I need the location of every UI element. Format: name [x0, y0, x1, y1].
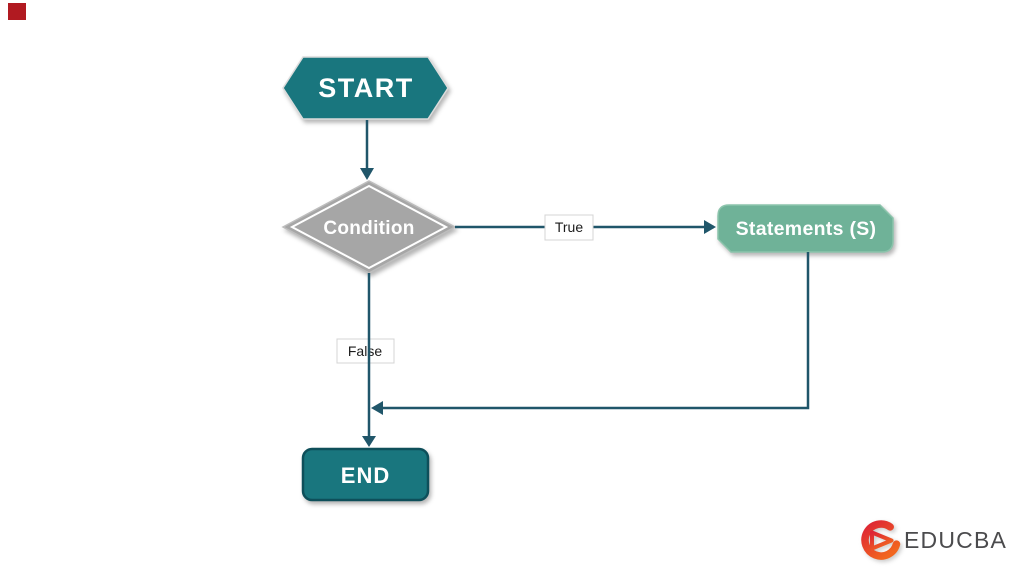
start-hexagon — [282, 56, 449, 120]
true-edge-label-box: True — [544, 214, 594, 241]
arrowhead-into-end — [362, 436, 376, 447]
true-label-rect — [544, 214, 594, 241]
corner-red-square — [8, 3, 26, 20]
educba-logo: EDUCBA — [861, 520, 1007, 560]
arrowhead-into-condition — [360, 168, 374, 180]
start-label: START — [318, 73, 414, 103]
end-label: END — [341, 463, 390, 488]
false-edge-label-box: False — [336, 338, 395, 364]
false-label: False — [348, 343, 382, 359]
arrowhead-return-junction — [371, 401, 383, 415]
educba-ring-icon — [861, 520, 901, 560]
statements-node: Statements (S) — [717, 204, 894, 253]
true-label: True — [555, 219, 583, 235]
educba-logo-text: EDUCBA — [904, 527, 1007, 553]
connector-statements-return — [383, 252, 810, 410]
statements-shape — [717, 204, 894, 253]
arrowhead-into-statements — [704, 220, 716, 234]
start-node: START — [282, 56, 449, 120]
end-rect — [301, 447, 430, 502]
educba-play-icon — [870, 530, 894, 551]
educba-logo-icon — [861, 520, 901, 560]
end-node: END — [301, 447, 430, 502]
condition-node: Condition — [281, 180, 457, 274]
false-label-rect — [336, 338, 395, 364]
condition-label: Condition — [323, 218, 414, 239]
condition-diamond-inner-border — [289, 184, 449, 270]
statements-label: Statements (S) — [736, 218, 877, 240]
